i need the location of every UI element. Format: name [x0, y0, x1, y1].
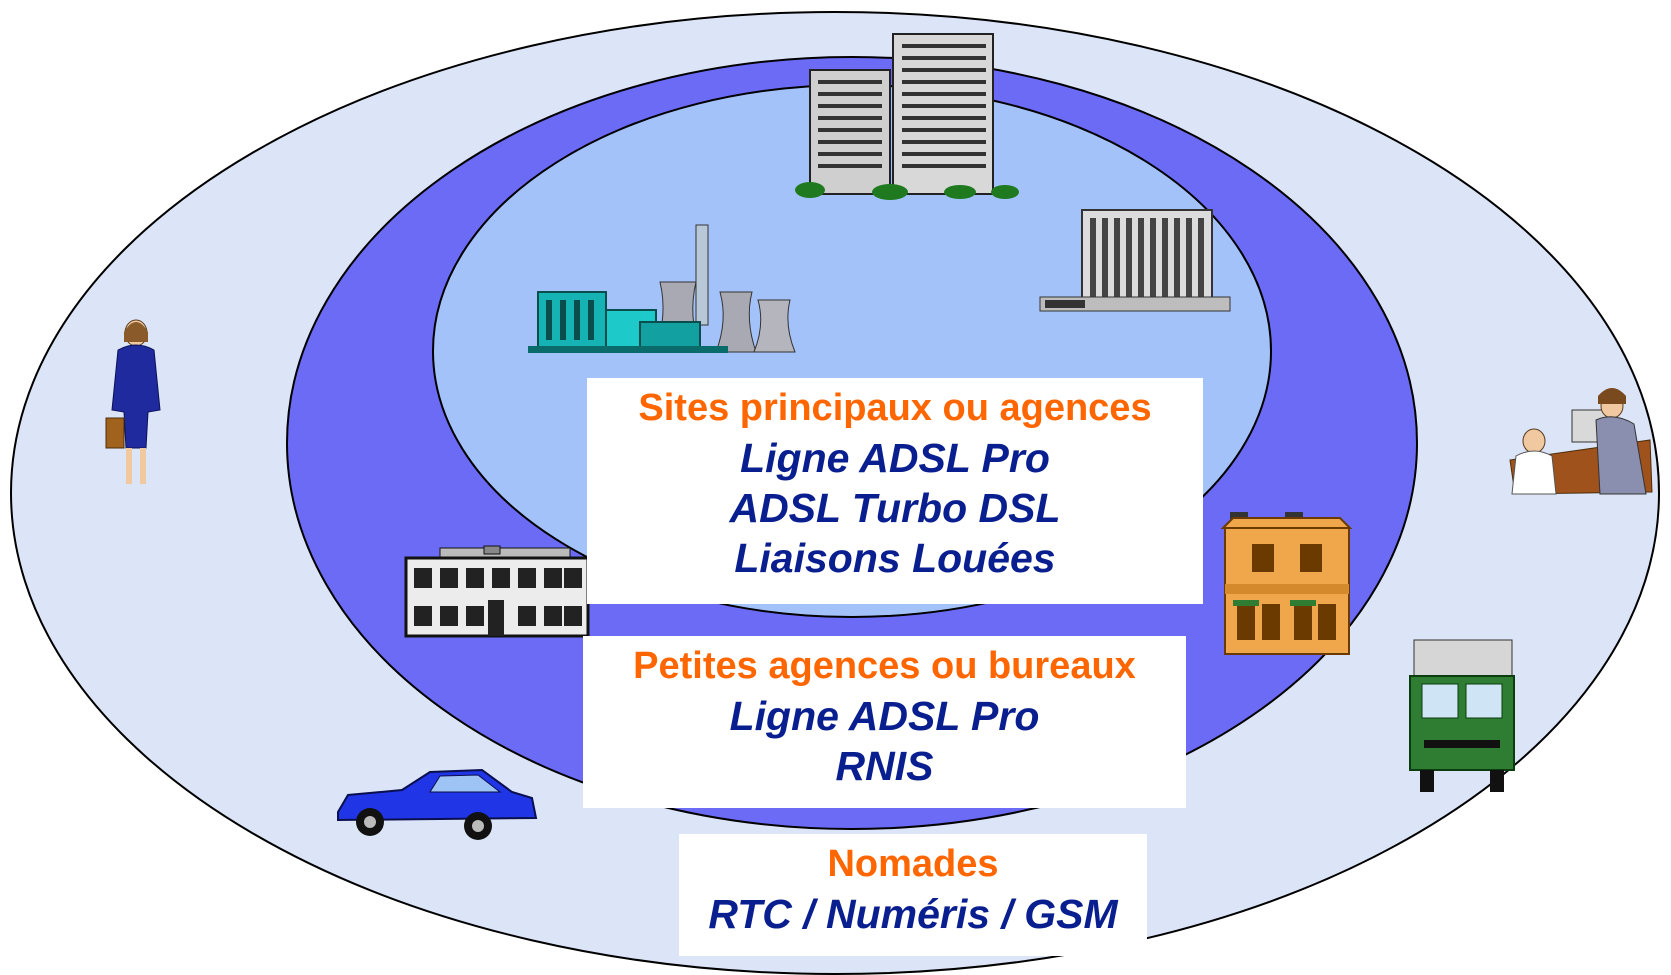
businesswoman-icon [105, 319, 161, 484]
zone-title: Nomades [827, 843, 999, 885]
factory-icon [528, 224, 796, 353]
office-workers-icon [1509, 388, 1653, 495]
car-icon [337, 768, 538, 840]
zone-label-petites-agences: Petites agences ou bureaux Ligne ADSL Pr… [583, 636, 1186, 808]
zone-label-sites-principaux: Sites principaux ou agences Ligne ADSL P… [587, 378, 1203, 604]
zone-technology: ADSL Turbo DSL [729, 485, 1061, 531]
zone-technology: RNIS [835, 743, 934, 789]
zone-technology: Ligne ADSL Pro [729, 693, 1040, 739]
hotel-building-icon [1039, 209, 1231, 312]
zone-title: Sites principaux ou agences [638, 387, 1152, 429]
zone-title: Petites agences ou bureaux [633, 645, 1136, 687]
office-towers-icon [795, 33, 1019, 200]
zone-technology: Ligne ADSL Pro [740, 435, 1050, 481]
zone-technology: Liaisons Louées [734, 535, 1056, 581]
truck-icon [1409, 639, 1515, 792]
office-block-icon [404, 545, 590, 638]
zone-label-nomades: Nomades RTC / Numéris / GSM [679, 834, 1147, 956]
house-icon [1220, 512, 1353, 655]
zone-technology: RTC / Numéris / GSM [708, 891, 1118, 937]
